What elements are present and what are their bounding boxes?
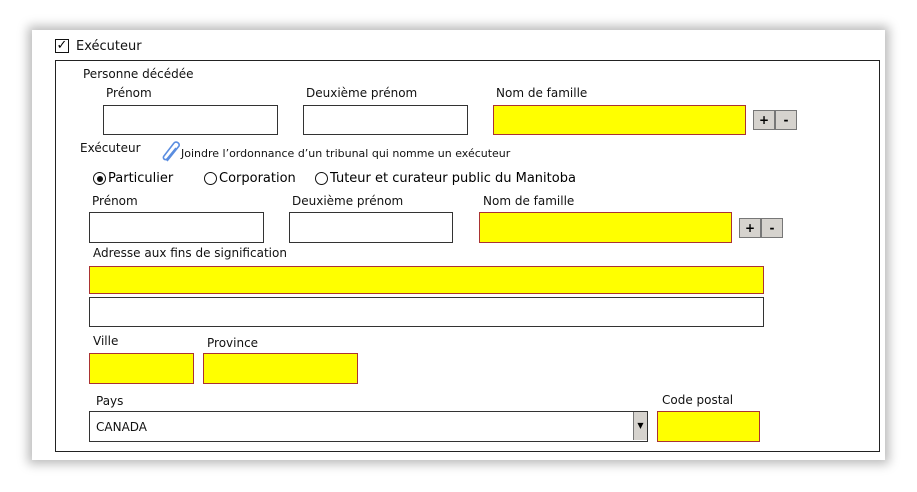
postal-code-input[interactable] — [657, 411, 760, 442]
executor-first-name-input[interactable] — [89, 212, 264, 243]
postal-code-label: Code postal — [662, 393, 734, 407]
province-input[interactable] — [203, 353, 358, 384]
city-label: Ville — [93, 334, 119, 348]
radio-particulier[interactable]: Particulier — [93, 171, 173, 186]
deceased-middle-name-input[interactable] — [303, 105, 468, 135]
dropdown-arrow-icon[interactable]: ▼ — [633, 412, 647, 440]
executor-first-name-label: Prénom — [92, 194, 138, 208]
country-value: CANADA — [96, 420, 148, 434]
address-line1-input[interactable] — [89, 266, 764, 294]
executor-last-name-label: Nom de famille — [483, 194, 575, 208]
executor-last-name-input[interactable] — [479, 212, 732, 243]
radio-icon — [315, 172, 328, 185]
remove-button[interactable]: - — [761, 218, 783, 238]
radio-icon — [204, 172, 217, 185]
executor-title: Exécuteur — [80, 141, 141, 155]
attach-court-order-link[interactable]: Joindre l’ordonnance d’un tribunal qui n… — [181, 147, 511, 160]
radio-corporation[interactable]: Corporation — [204, 171, 296, 186]
country-select[interactable]: CANADA ▼ — [89, 411, 648, 442]
add-button[interactable]: + — [739, 218, 761, 238]
deceased-title: Personne décédée — [83, 67, 194, 81]
executor-middle-name-label: Deuxième prénom — [292, 194, 404, 208]
add-button[interactable]: + — [753, 110, 775, 130]
address-line2-input[interactable] — [89, 297, 764, 327]
executor-middle-name-input[interactable] — [289, 212, 453, 243]
province-label: Province — [207, 336, 259, 350]
deceased-last-name-label: Nom de famille — [496, 86, 588, 100]
address-label: Adresse aux fins de signification — [93, 246, 287, 260]
country-label: Pays — [96, 394, 124, 408]
remove-button[interactable]: - — [775, 110, 797, 130]
deceased-last-name-input[interactable] — [493, 105, 746, 135]
executor-section-border — [55, 60, 880, 452]
radio-selected-icon — [93, 172, 106, 185]
radio-public-trustee[interactable]: Tuteur et curateur public du Manitoba — [315, 171, 576, 186]
executor-checkbox[interactable]: ✓ — [55, 38, 69, 53]
executor-name-buttons: + - — [739, 218, 783, 238]
executor-checkbox-label: Exécuteur — [76, 39, 142, 54]
paperclip-icon[interactable] — [161, 141, 185, 165]
deceased-middle-name-label: Deuxième prénom — [306, 86, 418, 100]
deceased-first-name-label: Prénom — [106, 86, 152, 100]
city-input[interactable] — [89, 353, 194, 384]
form-panel — [32, 30, 885, 460]
deceased-name-buttons: + - — [753, 110, 797, 130]
deceased-first-name-input[interactable] — [103, 105, 278, 135]
